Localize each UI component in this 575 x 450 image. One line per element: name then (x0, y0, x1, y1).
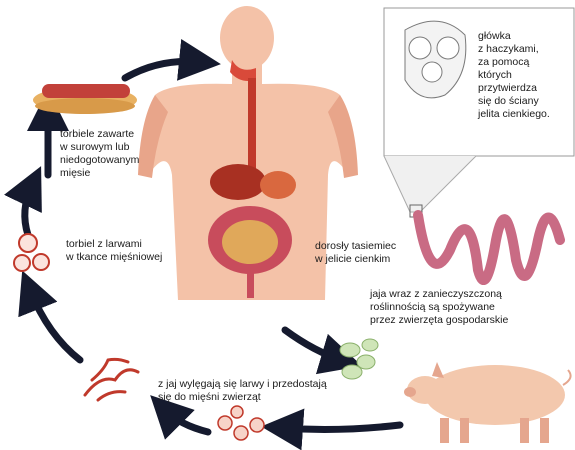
arrow-human-to-eggs (285, 330, 342, 360)
tapeworm-body (418, 215, 560, 280)
pig-icon (404, 362, 571, 443)
label-cysts-with-larvae: torbiel z larwami w tkance mięśniowej (66, 238, 162, 264)
label-tapeworm-head: główka z haczykami, za pomocą których pr… (478, 30, 550, 121)
sausage-bun-icon (33, 84, 137, 114)
label-adult-tapeworm: dorosły tasiemiec w jelicie cienkim (315, 240, 396, 266)
esophagus (248, 78, 256, 170)
eggs-bottom-icon (218, 406, 264, 440)
arrow-eggs-to-larvae (165, 410, 208, 432)
label-larvae-hatch: z jaj wylęgają się larwy i przedostają s… (158, 378, 327, 404)
arrow-pig-to-larvae (282, 425, 400, 429)
arrow-sausage-to-mouth (125, 61, 200, 78)
muscle-cysts-icon (14, 234, 49, 271)
rectum (247, 272, 254, 298)
liver (210, 164, 266, 200)
larvae-icon (85, 359, 138, 400)
label-eggs-eaten: jaja wraz z zanieczyszczoną roślinnością… (370, 288, 508, 327)
label-cysts-in-meat: torbiele zawarte w surowym lub niedogoto… (60, 128, 139, 180)
eggs-icon (340, 339, 378, 379)
stomach (260, 171, 296, 199)
arrow-larvae-to-cysts (30, 290, 80, 360)
human-head (220, 6, 274, 70)
arrow-cysts-up (25, 185, 32, 235)
small-intestine (222, 220, 278, 264)
